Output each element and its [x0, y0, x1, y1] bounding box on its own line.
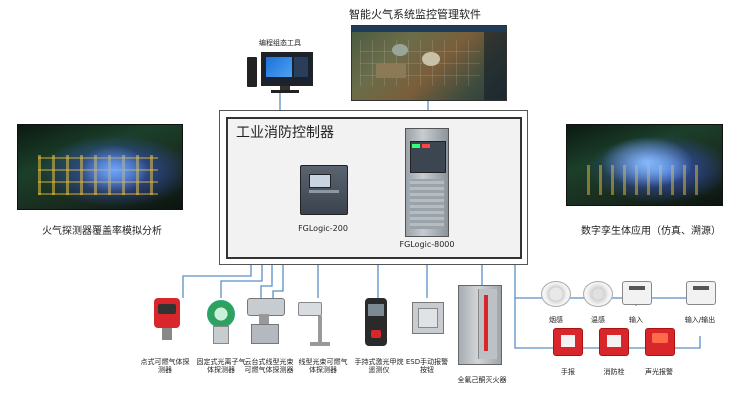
input-module-icon — [622, 281, 652, 305]
software-screenshot — [351, 25, 507, 101]
io-label-temperature: 温感 — [591, 316, 605, 324]
io-label-manual-alarm: 手报 — [561, 368, 575, 376]
point-gas-detector-icon — [148, 298, 186, 342]
config-tool-label: 编程组态工具 — [259, 39, 301, 47]
heat-detector-icon — [583, 281, 613, 307]
device-label-3: 云台式线型光束可燃气体探测器 — [244, 358, 294, 375]
software-title: 智能火气系统监控管理软件 — [349, 8, 481, 21]
coverage-simulation-image — [17, 124, 183, 210]
digital-twin-image — [566, 124, 723, 206]
beam-gas-detector-icon — [296, 298, 336, 350]
ptz-beam-detector-icon — [243, 296, 287, 344]
fglogic-200-cabinet — [300, 165, 348, 215]
device-label-7: 全氟己酮灭火器 — [457, 376, 507, 384]
controller-frame — [226, 117, 522, 259]
handheld-methane-meter-icon — [363, 298, 389, 348]
io-label-input: 输入 — [629, 316, 643, 324]
esd-button-icon — [410, 298, 444, 338]
pid-gas-detector-icon — [203, 298, 237, 344]
io-label-hydrant: 消防栓 — [603, 368, 625, 376]
hydrant-button-icon — [599, 328, 629, 356]
device-label-4: 线型光束可燃气体探测器 — [298, 358, 348, 375]
wire-device-2 — [220, 263, 263, 298]
device-label-6: ESD手动报警按钮 — [405, 358, 449, 375]
pc-icon — [247, 49, 315, 93]
io-label-input-output: 输入/输出 — [684, 316, 716, 324]
fglogic-200-label: FGLogic-200 — [298, 224, 348, 233]
device-label-1: 点式可燃气体探测器 — [140, 358, 190, 375]
io-label-smoke: 烟感 — [549, 316, 563, 324]
device-label-2: 固定式光离子气体探测器 — [196, 358, 246, 375]
fglogic-8000-label: FGLogic-8000 — [399, 240, 455, 249]
device-label-5: 手持式激光甲烷遥测仪 — [354, 358, 404, 375]
wire-device-3b — [272, 263, 284, 298]
manual-alarm-icon — [553, 328, 583, 356]
wire-device-3 — [260, 263, 273, 298]
sound-light-alarm-icon — [645, 328, 675, 356]
smoke-detector-icon — [541, 281, 571, 307]
fire-extinguisher-cabinet-icon — [458, 285, 502, 365]
digital-twin-label: 数字孪生体应用（仿真、溯源） — [581, 226, 721, 237]
input-output-module-icon — [686, 281, 716, 305]
io-label-sound-light: 声光报警 — [645, 368, 673, 376]
wire-device-1 — [182, 263, 252, 298]
coverage-simulation-label: 火气探测器覆盖率模拟分析 — [42, 226, 162, 237]
controller-title: 工业消防控制器 — [236, 125, 334, 141]
fglogic-8000-cabinet — [405, 128, 449, 237]
